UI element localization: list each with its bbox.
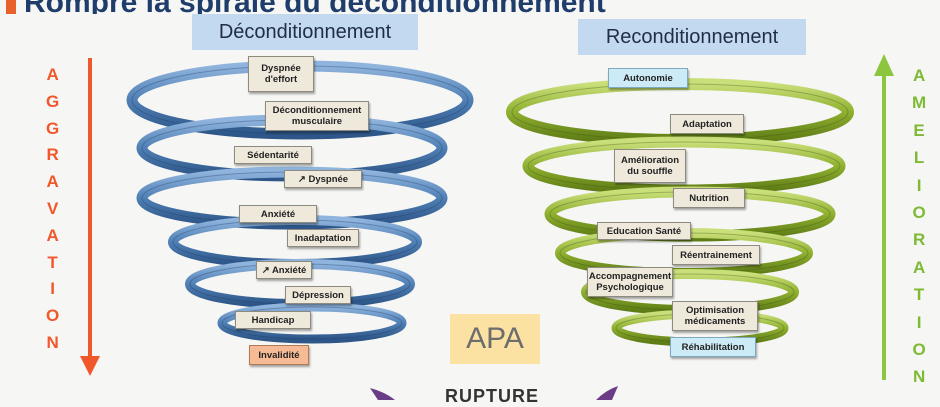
aggravation-letter: I — [50, 279, 55, 299]
aggravation-letter: A — [46, 225, 59, 245]
left-label-depression: Dépression — [285, 286, 351, 304]
amelioration-letter: A — [912, 66, 926, 85]
amelioration-letter: T — [913, 285, 925, 305]
left-label-dyspnee-effort: Dyspnée d'effort — [248, 56, 314, 92]
left-label-sedentarite: Sédentarité — [234, 146, 312, 164]
aggravation-letter: A — [46, 65, 59, 84]
amelioration-letter: M — [912, 93, 927, 113]
right-header: Reconditionnement — [578, 19, 806, 55]
right-label-amelioration-souffle: Amélioration du souffle — [614, 149, 686, 183]
rupture-label: RUPTURE — [445, 386, 540, 406]
aggravation-letter: N — [46, 332, 59, 352]
aggravation-letter: G — [46, 118, 60, 138]
right-label-autonomie: Autonomie — [608, 68, 688, 88]
amelioration-letter: E — [913, 120, 925, 140]
page-title: Rompre la spirale du déconditionnement — [0, 0, 940, 14]
title-text: Rompre la spirale du déconditionnement — [24, 0, 606, 14]
spiral-loop-outline — [221, 306, 403, 340]
left-label-invalidite: Invalidité — [249, 345, 309, 365]
amelioration-arrow — [874, 54, 894, 380]
amelioration-letter: N — [912, 367, 926, 387]
aggravation-letter: T — [47, 252, 58, 272]
amelioration-letter: O — [912, 340, 926, 360]
right-label-reentrainement: Réentrainement — [672, 245, 760, 265]
right-label-optimisation-medicaments: Optimisation médicaments — [672, 301, 758, 331]
spiral-loop — [217, 302, 407, 344]
aggravation-arrow — [80, 58, 100, 376]
left-label-inadaptation: Inadaptation — [287, 229, 359, 247]
aggravation-letter: A — [46, 172, 59, 192]
amelioration-letter: R — [912, 230, 926, 250]
rupture-arrow-left — [370, 388, 395, 400]
rupture-arrow-right — [596, 386, 618, 400]
aggravation-letter: R — [46, 145, 59, 165]
aggravation-letter: G — [46, 91, 60, 111]
right-label-adaptation: Adaptation — [670, 114, 744, 134]
right-label-nutrition: Nutrition — [673, 188, 745, 208]
amelioration-letter: O — [912, 203, 926, 223]
amelioration-letter: A — [912, 257, 926, 277]
aggravation-letter: O — [46, 306, 60, 326]
left-header: Déconditionnement — [192, 14, 418, 50]
aggravation-letter: V — [46, 198, 59, 218]
title-accent-bar — [6, 0, 16, 14]
amelioration-letter: I — [916, 175, 922, 195]
left-label-handicap: Handicap — [235, 311, 311, 329]
left-label-anxiete-up: ↗ Anxiété — [256, 261, 312, 279]
left-label-dyspnee: ↗ Dyspnée — [284, 170, 362, 188]
apa-box: APA — [450, 314, 540, 364]
right-label-rehabilitation: Réhabilitation — [670, 337, 756, 357]
right-label-accompagnement-psychologique: Accompagnement Psychologique — [587, 267, 673, 297]
right-label-education-sante: Education Santé — [597, 222, 691, 240]
amelioration-letter: I — [916, 312, 922, 332]
left-label-anxiete: Anxiété — [239, 205, 317, 223]
amelioration-letter: L — [913, 148, 925, 168]
left-label-deconditionnement-musculaire: Déconditionnement musculaire — [265, 101, 369, 131]
